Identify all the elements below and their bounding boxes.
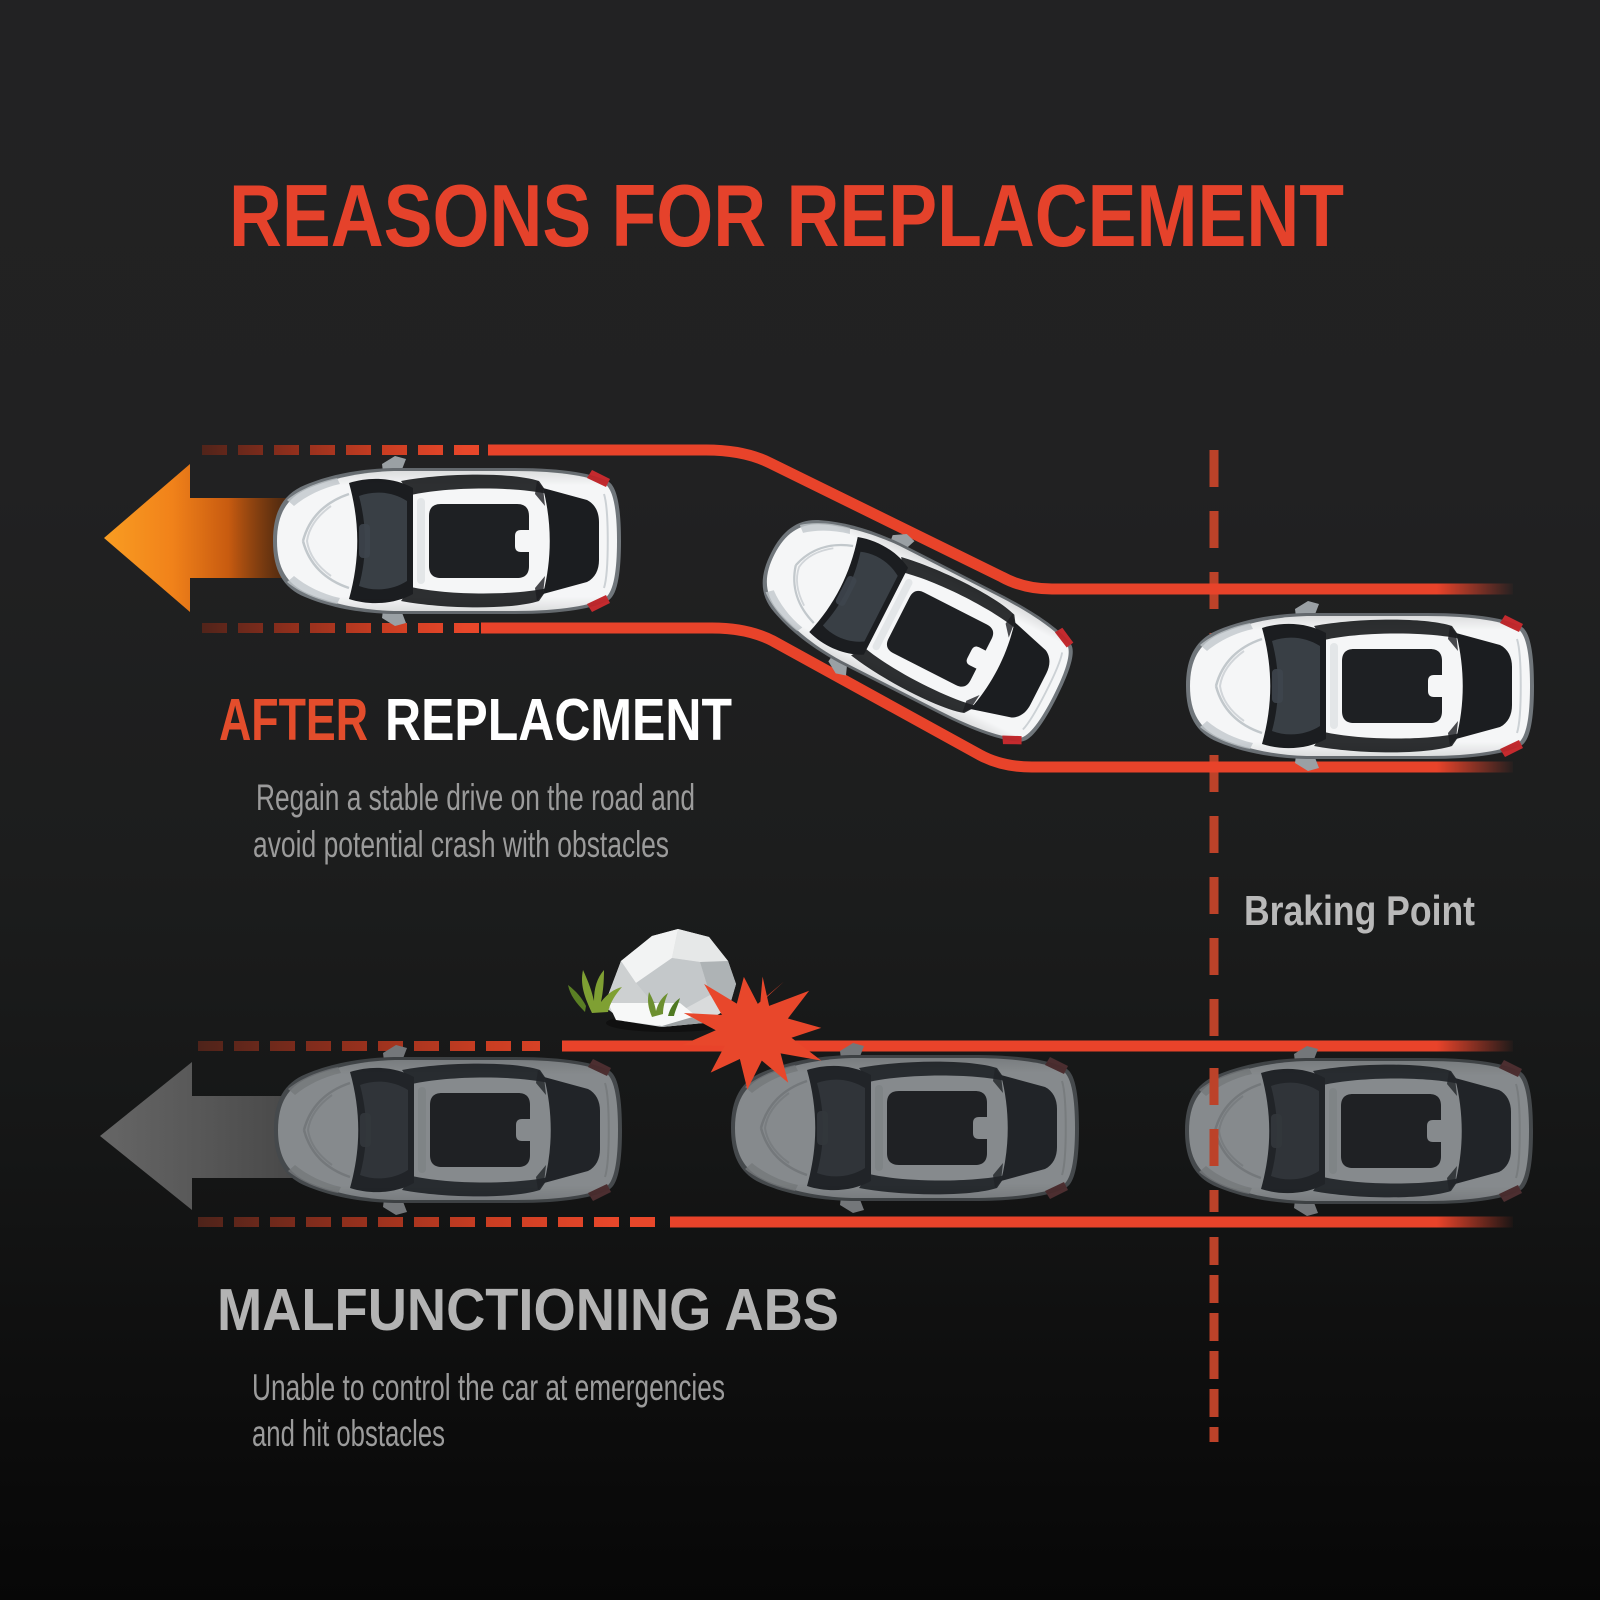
svg-text:Braking Point: Braking Point (1244, 887, 1475, 934)
svg-text:AFTER: AFTER (219, 687, 368, 753)
svg-text:Unable to control the car at e: Unable to control the car at emergencies (252, 1367, 725, 1408)
svg-text:and hit obstacles: and hit obstacles (252, 1413, 445, 1454)
svg-text:MALFUNCTIONING ABS: MALFUNCTIONING ABS (217, 1277, 839, 1343)
svg-text:REPLACMENT: REPLACMENT (385, 687, 732, 753)
svg-text:avoid potential crash with obs: avoid potential crash with obstacles (253, 824, 669, 865)
svg-text:Regain a stable drive on the r: Regain a stable drive on the road and (256, 777, 695, 818)
svg-text:REASONS FOR REPLACEMENT: REASONS FOR REPLACEMENT (229, 166, 1344, 265)
